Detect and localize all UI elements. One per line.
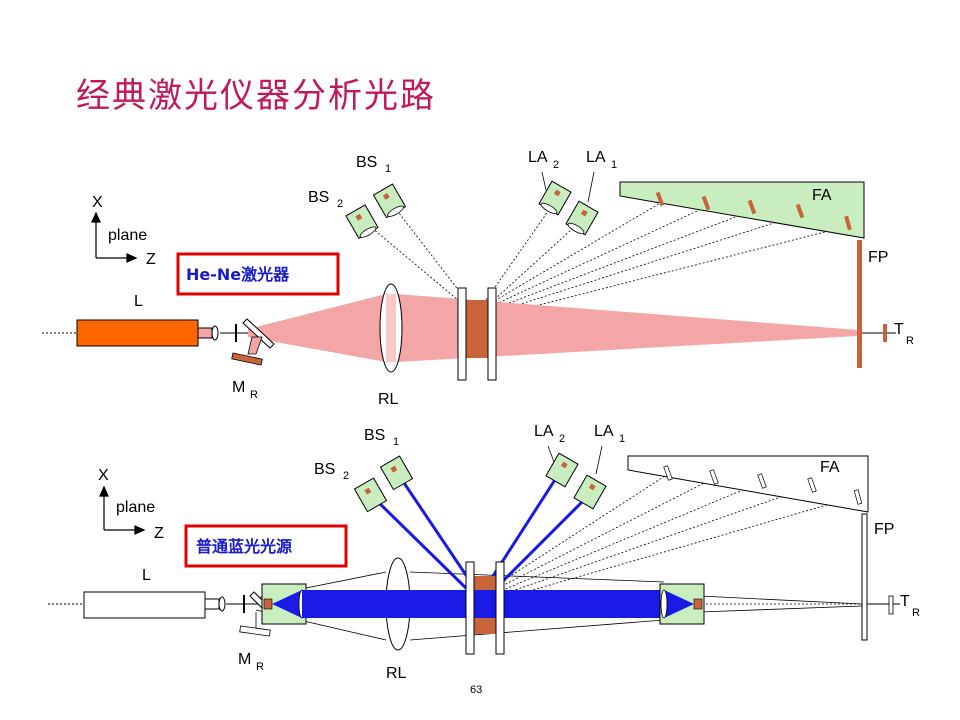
bottom-bs1-sub: 1 — [393, 436, 399, 448]
bottom-cell-window-right — [495, 561, 505, 655]
bottom-la1-pointer — [595, 445, 603, 475]
top-bs2-sub: 2 — [337, 198, 343, 210]
top-la1-pointer — [587, 171, 595, 203]
bottom-bs2-sub: 2 — [343, 470, 349, 482]
bottom-diagram: X plane Z 普通蓝光光源 — [48, 423, 920, 682]
bottom-fa-array — [627, 455, 869, 513]
bottom-detector-bs2 — [353, 477, 388, 513]
bottom-la2-sub: 2 — [559, 433, 565, 445]
bottom-cell-window-left — [465, 561, 475, 655]
bottom-lamp-label: L — [142, 567, 151, 584]
top-bs1-label: BS — [356, 154, 377, 171]
bottom-axes-icon — [99, 485, 146, 535]
top-lens-label: RL — [378, 391, 399, 408]
bottom-tr-sub: R — [912, 607, 920, 619]
top-scatter-lines — [371, 199, 849, 317]
bottom-blue-main-beam — [302, 590, 664, 618]
bottom-lamp-body — [83, 591, 206, 619]
top-beam-expander — [197, 327, 213, 339]
top-laser-beam-input — [248, 294, 386, 362]
top-laser-body — [76, 319, 199, 347]
bottom-la2-pointer — [547, 445, 555, 463]
bottom-input-source — [263, 598, 273, 610]
bottom-bs1-label: BS — [364, 427, 385, 444]
bottom-detector-bs1 — [379, 455, 414, 491]
bottom-trap-tr — [888, 595, 894, 615]
bottom-scatter-lines — [497, 473, 859, 601]
top-la1-sub: 1 — [611, 159, 617, 171]
top-source-box — [176, 252, 340, 296]
bottom-beam-expander — [204, 598, 220, 610]
top-la2-sub: 2 — [553, 159, 559, 171]
top-bs2-label: BS — [308, 189, 329, 206]
bottom-input-cone — [272, 590, 302, 618]
top-trap-tr — [883, 324, 887, 342]
page-number: 63 — [470, 684, 483, 696]
top-fa-array — [619, 181, 865, 239]
top-sample-cell — [466, 300, 488, 358]
top-la2-pointer — [541, 171, 547, 191]
top-la1-label: LA — [586, 149, 606, 166]
bottom-fa-label: FA — [820, 459, 840, 476]
top-axes-icon — [91, 211, 138, 263]
top-detector-bs2 — [345, 204, 379, 240]
bottom-mirror-sub: R — [256, 661, 264, 673]
top-mirror-label: M — [232, 379, 245, 396]
bottom-detector-la1 — [573, 474, 607, 510]
bottom-detector-la2 — [545, 452, 579, 488]
bottom-lens-label: RL — [386, 665, 407, 682]
bottom-axis-z-label: Z — [154, 525, 164, 542]
top-laser-label: L — [134, 293, 143, 310]
top-axis-z-label: Z — [146, 251, 156, 268]
bottom-source-title: 普通蓝光光源 — [196, 537, 292, 556]
top-source-title: He-Ne激光器 — [186, 265, 290, 284]
top-fp-screen — [857, 240, 862, 368]
top-small-lens — [211, 325, 219, 341]
bottom-output-lens — [660, 589, 668, 619]
top-tr-label: T — [894, 321, 904, 338]
bottom-output-cone — [664, 590, 694, 618]
bottom-source-box — [184, 524, 348, 568]
top-laser-beam-focused — [396, 294, 858, 362]
bottom-la2-label: LA — [534, 423, 554, 440]
top-mirror-mr — [231, 352, 263, 366]
top-axis-x-label: X — [92, 194, 103, 211]
top-axis-plane-label: plane — [108, 227, 147, 244]
top-cell-window-right — [487, 287, 497, 381]
bottom-tr-label: T — [900, 593, 910, 610]
top-fa-label: FA — [812, 187, 832, 204]
bottom-la1-sub: 1 — [619, 433, 625, 445]
bottom-output-detector — [693, 598, 703, 610]
top-lens-beam-fill — [386, 294, 396, 362]
top-la2-label: LA — [528, 149, 548, 166]
top-diagram: X plane Z He-Ne激光器 L — [42, 149, 914, 408]
page-title: 经典激光仪器分析光路 — [76, 76, 436, 116]
top-fa-detectors — [655, 191, 852, 231]
top-fp-label: FP — [868, 249, 888, 266]
bottom-axis-x-label: X — [98, 467, 109, 484]
bottom-axis-plane-label: plane — [116, 499, 155, 516]
bottom-small-lens — [218, 596, 226, 612]
top-tr-sub: R — [906, 335, 914, 347]
top-cell-window-left — [457, 287, 467, 381]
top-mirror-sub: R — [250, 389, 258, 401]
bottom-la1-label: LA — [594, 423, 614, 440]
bottom-mirror-mr — [239, 625, 271, 637]
top-detector-la1 — [565, 200, 599, 236]
bottom-mirror-label: M — [238, 651, 251, 668]
top-detector-la2 — [538, 180, 572, 216]
bottom-fa-detectors — [663, 465, 863, 505]
bottom-fp-label: FP — [874, 521, 894, 538]
bottom-bs2-label: BS — [314, 461, 335, 478]
top-detector-bs1 — [372, 183, 407, 219]
bottom-fp-screen — [861, 513, 868, 641]
top-return-beam — [247, 336, 263, 355]
top-bs1-sub: 1 — [385, 163, 391, 175]
